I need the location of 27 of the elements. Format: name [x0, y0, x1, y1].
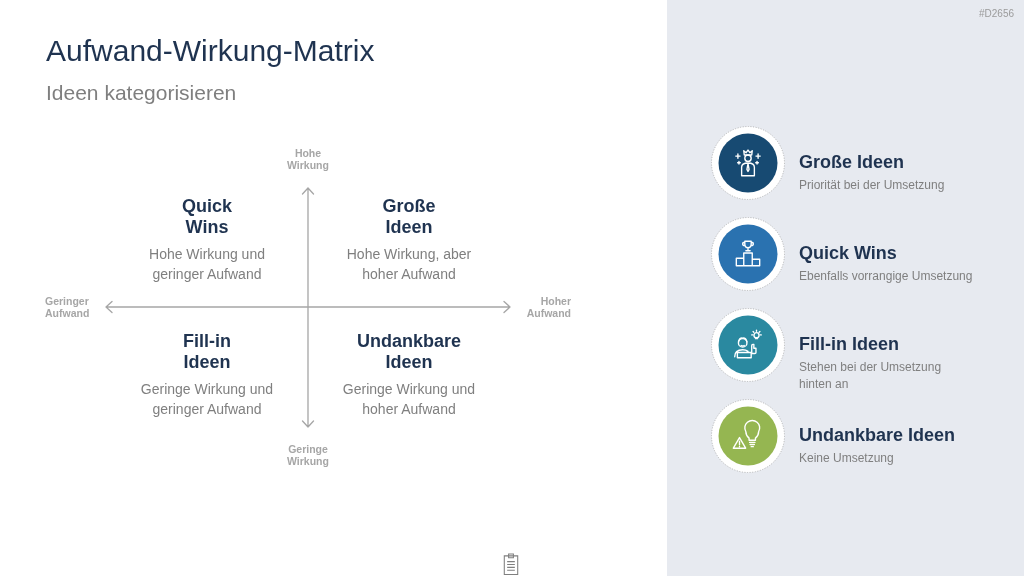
category-title: Undankbare Ideen: [799, 424, 956, 446]
icon-circle: [710, 125, 786, 201]
category-title: Quick Wins: [799, 242, 897, 264]
quadrant-heading: Quick Wins: [181, 196, 233, 238]
axis-label: Geringer Aufwand: [45, 295, 91, 319]
category-description: Ebenfalls vorrangige Umsetzung: [799, 268, 974, 285]
category-title: Fill-in Ideen: [799, 333, 899, 355]
axis-label: Geringe Wirkung: [286, 443, 330, 467]
quadrant-description: Hohe Wirkung, aber hoher Aufwand: [345, 245, 473, 284]
quadrant-description: Geringe Wirkung und geringer Aufwand: [139, 380, 275, 419]
quadrant-heading: Fill-in Ideen: [182, 331, 232, 373]
axis-label: Hohe Wirkung: [286, 147, 330, 171]
axis-label: Hoher Aufwand: [525, 295, 571, 319]
icon-circle: [710, 216, 786, 292]
icon-circle: [710, 307, 786, 383]
icon-circle: [710, 398, 786, 474]
quadrant-description: Geringe Wirkung und hoher Aufwand: [341, 380, 477, 419]
subtitle: Ideen kategorisieren: [46, 80, 238, 106]
document-id: #D2656: [977, 8, 1014, 20]
category-description: Keine Umsetzung: [799, 450, 895, 467]
title: Aufwand-Wirkung-Matrix: [46, 33, 375, 69]
quadrant-heading: Undankbare Ideen: [356, 331, 462, 373]
category-description: Priorität bei der Umsetzung: [799, 177, 946, 194]
quadrant-heading: Große Ideen: [381, 196, 437, 238]
category-title: Große Ideen: [799, 151, 905, 173]
category-description: Stehen bei der Umsetzung hinten an: [799, 359, 943, 393]
quadrant-description: Hohe Wirkung und geringer Aufwand: [148, 245, 266, 284]
